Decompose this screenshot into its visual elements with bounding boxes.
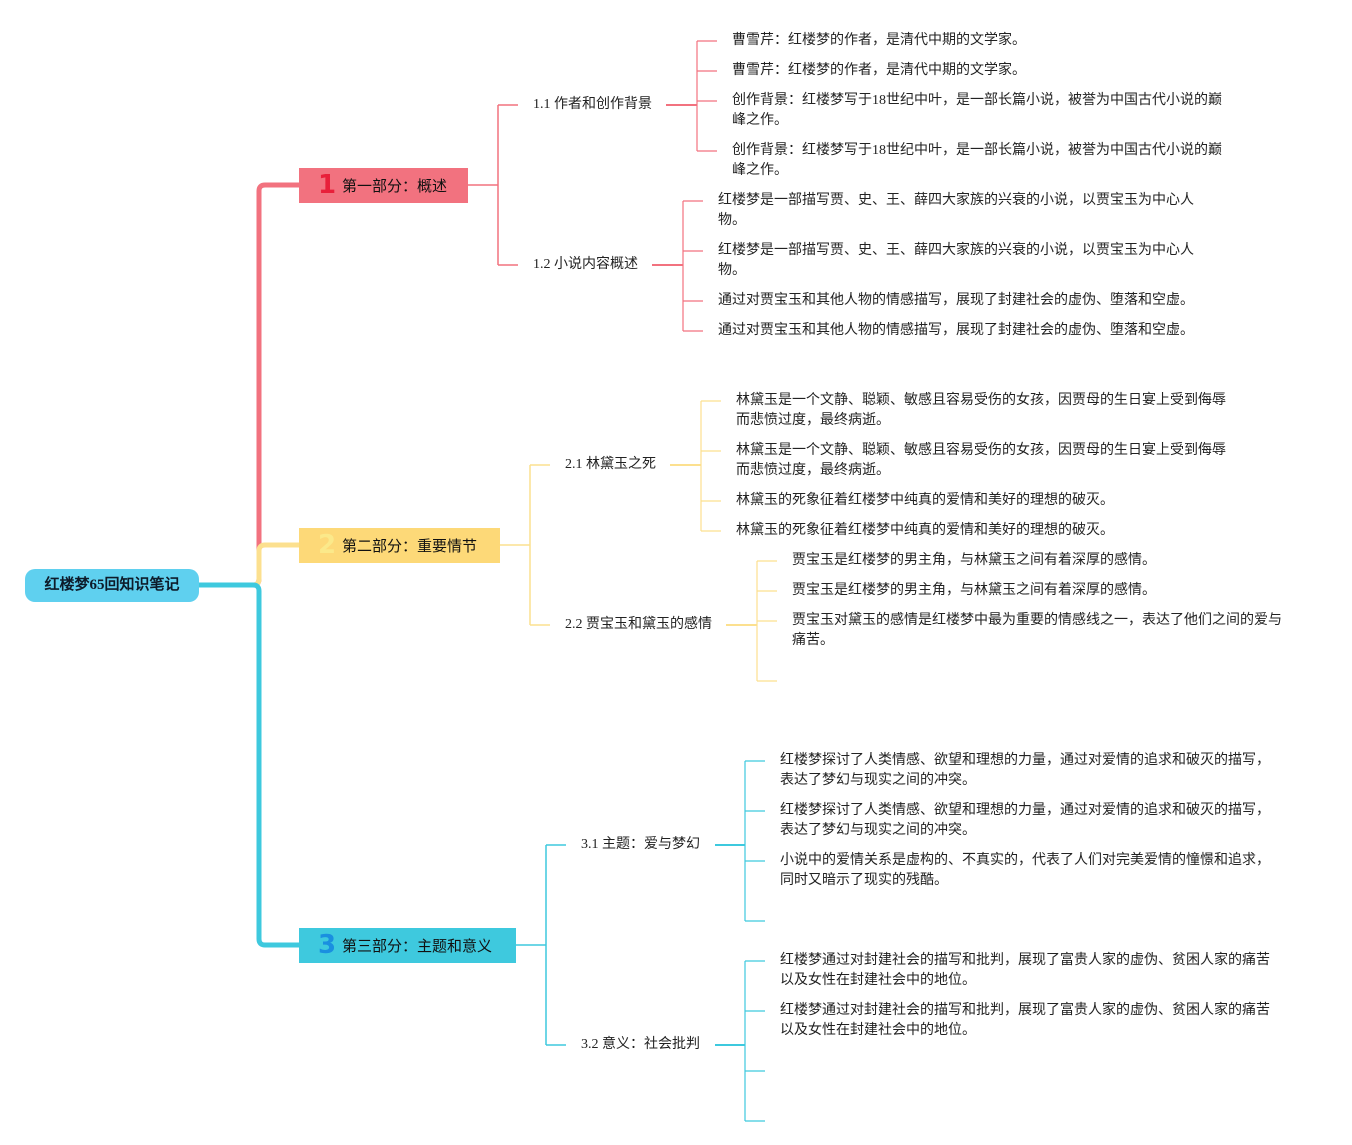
section-number-2: 2: [317, 530, 337, 560]
section-title-3: 第三部分：主题和意义: [342, 938, 493, 955]
subtopic-1-1[interactable]: 1.1 作者和创作背景: [533, 97, 652, 112]
leaf-note-1-1-3[interactable]: 创作背景：红楼梦写于18世纪中叶，是一部长篇小说，被誉为中国古代小说的巅峰之作。: [732, 93, 1222, 128]
leaf-note-3-2-1[interactable]: 红楼梦通过对封建社会的描写和批判，展现了富贵人家的虚伪、贫困人家的痛苦以及女性在…: [780, 953, 1270, 988]
trunk-line-2: [199, 542, 299, 588]
leaf-note-1-2-4[interactable]: 通过对贾宝玉和其他人物的情感描写，展现了封建社会的虚伪、堕落和空虚。: [718, 323, 1194, 338]
leaf-note-1-2-1[interactable]: 红楼梦是一部描写贾、史、王、薛四大家族的兴衰的小说，以贾宝玉为中心人物。: [718, 193, 1194, 228]
subtopic-2-1[interactable]: 2.1 林黛玉之死: [565, 457, 656, 472]
subtopic-3-1[interactable]: 3.1 主题：爱与梦幻: [581, 837, 700, 852]
subtopic-1-2[interactable]: 1.2 小说内容概述: [533, 257, 638, 272]
leaf-note-1-2-3[interactable]: 通过对贾宝玉和其他人物的情感描写，展现了封建社会的虚伪、堕落和空虚。: [718, 293, 1194, 308]
section-title-1: 第一部分：概述: [342, 178, 448, 195]
root-node[interactable]: 红楼梦65回知识笔记: [25, 569, 199, 602]
section-node-1[interactable]: 1 第一部分：概述: [299, 168, 468, 203]
section-number-3: 3: [317, 930, 337, 960]
subtopic-2-2[interactable]: 2.2 贾宝玉和黛玉的感情: [565, 617, 712, 632]
leaf-note-3-1-2[interactable]: 红楼梦探讨了人类情感、欲望和理想的力量，通过对爱情的追求和破灭的描写，表达了梦幻…: [780, 803, 1270, 838]
section-number-1: 1: [317, 170, 337, 200]
leaf-note-1-1-4[interactable]: 创作背景：红楼梦写于18世纪中叶，是一部长篇小说，被誉为中国古代小说的巅峰之作。: [732, 143, 1222, 178]
leaf-note-1-2-2[interactable]: 红楼梦是一部描写贾、史、王、薛四大家族的兴衰的小说，以贾宝玉为中心人物。: [718, 243, 1194, 278]
section-title-2: 第二部分：重要情节: [342, 538, 478, 555]
leaf-note-2-1-2[interactable]: 林黛玉是一个文静、聪颖、敏感且容易受伤的女孩，因贾母的生日宴上受到侮辱而悲愤过度…: [736, 443, 1226, 478]
leaf-note-2-1-3[interactable]: 林黛玉的死象征着红楼梦中纯真的爱情和美好的理想的破灭。: [736, 493, 1114, 508]
leaf-note-1-1-2[interactable]: 曹雪芹：红楼梦的作者，是清代中期的文学家。: [732, 63, 1026, 78]
leaf-note-2-2-2[interactable]: 贾宝玉是红楼梦的男主角，与林黛玉之间有着深厚的感情。: [792, 583, 1156, 598]
leaf-note-3-2-2[interactable]: 红楼梦通过对封建社会的描写和批判，展现了富贵人家的虚伪、贫困人家的痛苦以及女性在…: [780, 1003, 1270, 1038]
section-node-3[interactable]: 3 第三部分：主题和意义: [299, 928, 516, 963]
trunk-line-3: [199, 582, 299, 948]
leaf-note-1-1-1[interactable]: 曹雪芹：红楼梦的作者，是清代中期的文学家。: [732, 33, 1026, 48]
leaf-note-2-1-1[interactable]: 林黛玉是一个文静、聪颖、敏感且容易受伤的女孩，因贾母的生日宴上受到侮辱而悲愤过度…: [736, 393, 1226, 428]
section-node-2[interactable]: 2 第二部分：重要情节: [299, 528, 500, 563]
leaf-note-2-2-1[interactable]: 贾宝玉是红楼梦的男主角，与林黛玉之间有着深厚的感情。: [792, 553, 1156, 568]
root-title: 红楼梦65回知识笔记: [44, 577, 180, 593]
leaf-note-3-1-1[interactable]: 红楼梦探讨了人类情感、欲望和理想的力量，通过对爱情的追求和破灭的描写，表达了梦幻…: [780, 753, 1270, 788]
leaf-note-2-1-4[interactable]: 林黛玉的死象征着红楼梦中纯真的爱情和美好的理想的破灭。: [736, 523, 1114, 538]
leaf-note-3-1-3[interactable]: 小说中的爱情关系是虚构的、不真实的，代表了人们对完美爱情的憧憬和追求，同时又暗示…: [780, 853, 1270, 888]
subtopic-3-2[interactable]: 3.2 意义：社会批判: [581, 1037, 700, 1052]
trunk-line-1: [199, 182, 299, 588]
leaf-note-2-2-3[interactable]: 贾宝玉对黛玉的感情是红楼梦中最为重要的情感线之一，表达了他们之间的爱与痛苦。: [792, 613, 1282, 648]
